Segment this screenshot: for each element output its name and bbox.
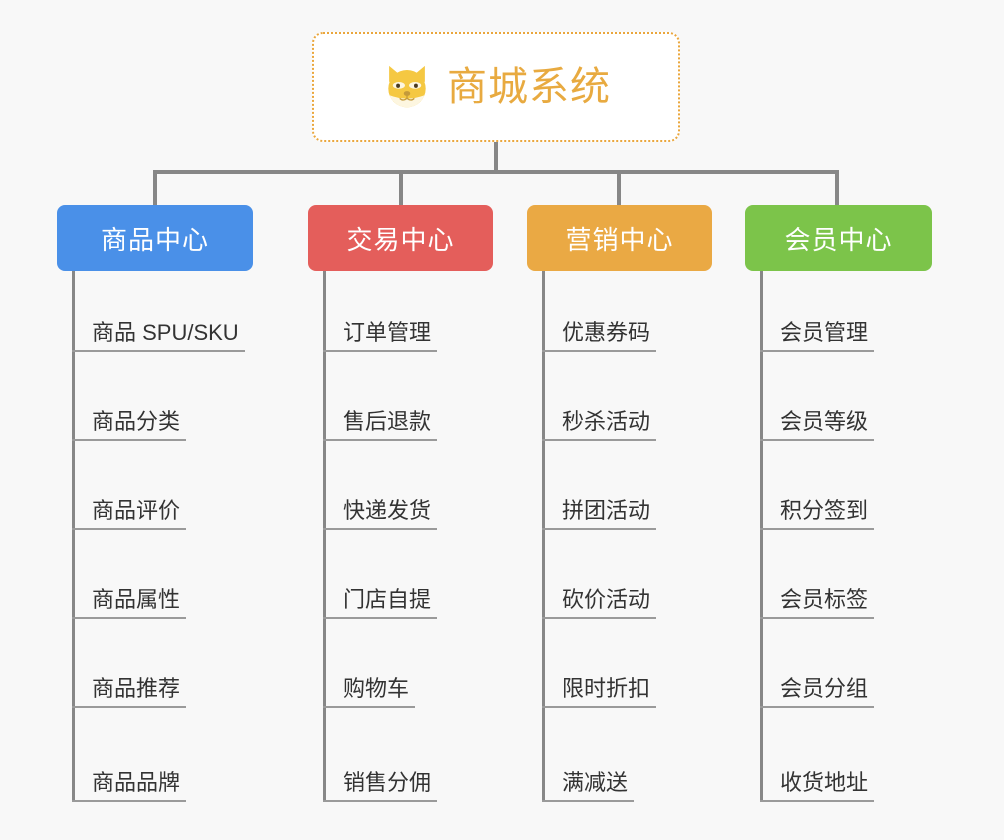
leaf-item-underline: [760, 350, 875, 352]
leaf-item[interactable]: 秒杀活动: [542, 409, 657, 441]
leaf-item[interactable]: 会员标签: [760, 587, 875, 619]
category-spine-1: [72, 271, 75, 802]
leaf-item-label: 积分签到: [780, 498, 869, 523]
leaf-item-underline: [323, 617, 438, 619]
leaf-item[interactable]: 拼团活动: [542, 498, 657, 530]
leaf-item-label: 秒杀活动: [562, 409, 651, 434]
category-header-3[interactable]: 营销中心: [527, 205, 712, 271]
leaf-item-label: 销售分佣: [343, 770, 432, 795]
leaf-item[interactable]: 门店自提: [323, 587, 438, 619]
leaf-item[interactable]: 收货地址: [760, 770, 875, 802]
leaf-item-label: 会员标签: [780, 587, 869, 612]
leaf-item-underline: [72, 800, 187, 802]
leaf-item-underline: [542, 617, 657, 619]
leaf-item-underline: [323, 528, 438, 530]
leaf-item[interactable]: 满减送: [542, 770, 635, 802]
leaf-item[interactable]: 商品 SPU/SKU: [72, 322, 245, 352]
connector-drop-4: [835, 170, 839, 207]
leaf-item[interactable]: 商品分类: [72, 409, 187, 441]
connector-drop-2: [399, 170, 403, 207]
leaf-item[interactable]: 会员分组: [760, 676, 875, 708]
shiba-dog-face-icon: [381, 61, 433, 113]
leaf-item-underline: [323, 706, 416, 708]
leaf-item-label: 会员分组: [780, 676, 869, 701]
leaf-item-underline: [72, 439, 187, 441]
leaf-item-underline: [323, 439, 438, 441]
leaf-item-underline: [542, 439, 657, 441]
leaf-item[interactable]: 订单管理: [323, 320, 438, 352]
leaf-item-label: 商品品牌: [92, 770, 181, 795]
leaf-item[interactable]: 购物车: [323, 676, 416, 708]
leaf-item-label: 满减送: [562, 770, 629, 795]
root-node[interactable]: 商城系统: [312, 32, 680, 142]
leaf-item[interactable]: 积分签到: [760, 498, 875, 530]
leaf-item-underline: [760, 800, 875, 802]
category-header-1[interactable]: 商品中心: [57, 205, 253, 271]
connector-root-stem: [494, 142, 498, 173]
leaf-item-underline: [72, 528, 187, 530]
leaf-item-underline: [72, 706, 187, 708]
leaf-item-label: 砍价活动: [562, 587, 651, 612]
category-header-label: 营销中心: [565, 224, 674, 255]
connector-drop-3: [617, 170, 621, 207]
leaf-item-underline: [760, 439, 875, 441]
leaf-item[interactable]: 优惠券码: [542, 320, 657, 352]
leaf-item-underline: [323, 350, 438, 352]
leaf-item[interactable]: 商品属性: [72, 587, 187, 619]
category-header-2[interactable]: 交易中心: [308, 205, 493, 271]
leaf-item-underline: [72, 350, 245, 352]
leaf-item-underline: [72, 617, 187, 619]
category-header-label: 商品中心: [100, 224, 209, 255]
leaf-item-underline: [760, 528, 875, 530]
category-spine-3: [542, 271, 545, 802]
leaf-item-label: 售后退款: [343, 409, 432, 434]
category-header-label: 交易中心: [346, 224, 455, 255]
leaf-item-label: 商品属性: [92, 587, 181, 612]
leaf-item[interactable]: 砍价活动: [542, 587, 657, 619]
category-spine-4: [760, 271, 763, 802]
connector-drop-1: [153, 170, 157, 207]
leaf-item-label: 会员管理: [780, 320, 869, 345]
leaf-item[interactable]: 销售分佣: [323, 770, 438, 802]
leaf-item-label: 拼团活动: [562, 498, 651, 523]
connector-trunk-bus: [153, 170, 839, 174]
leaf-item[interactable]: 会员管理: [760, 320, 875, 352]
leaf-item-underline: [542, 350, 657, 352]
leaf-item-label: 商品推荐: [92, 676, 181, 701]
leaf-item[interactable]: 限时折扣: [542, 676, 657, 708]
leaf-item[interactable]: 商品评价: [72, 498, 187, 530]
leaf-item[interactable]: 商品品牌: [72, 770, 187, 802]
leaf-item-underline: [542, 800, 635, 802]
leaf-item-label: 优惠券码: [562, 320, 651, 345]
leaf-item-underline: [760, 617, 875, 619]
root-title: 商城系统: [447, 65, 611, 109]
category-spine-2: [323, 271, 326, 802]
leaf-item[interactable]: 会员等级: [760, 409, 875, 441]
leaf-item-label: 快递发货: [343, 498, 432, 523]
leaf-item-label: 收货地址: [780, 770, 869, 795]
leaf-item-label: 订单管理: [343, 320, 432, 345]
leaf-item-label: 商品分类: [92, 409, 181, 434]
leaf-item-label: 门店自提: [343, 587, 432, 612]
leaf-item[interactable]: 售后退款: [323, 409, 438, 441]
leaf-item-label: 商品评价: [92, 498, 181, 523]
leaf-item-label: 商品 SPU/SKU: [92, 320, 239, 345]
category-header-label: 会员中心: [784, 224, 893, 255]
leaf-item-underline: [760, 706, 875, 708]
category-header-4[interactable]: 会员中心: [745, 205, 932, 271]
leaf-item[interactable]: 快递发货: [323, 498, 438, 530]
leaf-item-label: 购物车: [343, 676, 410, 701]
leaf-item-underline: [542, 706, 657, 708]
leaf-item-underline: [542, 528, 657, 530]
leaf-item-label: 限时折扣: [562, 676, 651, 701]
leaf-item[interactable]: 商品推荐: [72, 676, 187, 708]
leaf-item-underline: [323, 800, 438, 802]
leaf-item-label: 会员等级: [780, 409, 869, 434]
